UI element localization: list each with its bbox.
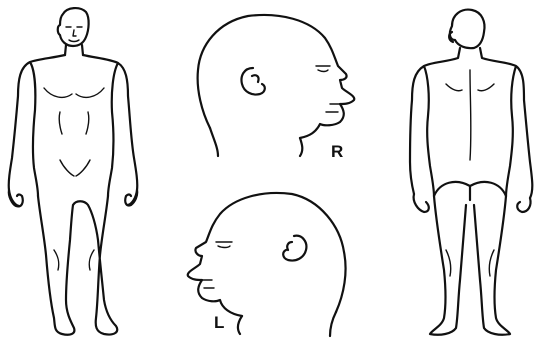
- right-head-ear: [241, 68, 264, 95]
- left-side-label: L: [214, 314, 224, 331]
- right-head-eye: [316, 66, 330, 72]
- front-knees: [54, 160, 94, 270]
- left-head-mouth: [202, 280, 214, 288]
- left-head-outline: [188, 193, 346, 316]
- right-side-label: R: [331, 143, 343, 160]
- front-face: [66, 27, 82, 42]
- left-head-ear: [283, 236, 306, 261]
- back-right-hand: [517, 198, 530, 212]
- front-legs: [38, 196, 117, 335]
- front-chest-lines: [44, 88, 104, 134]
- left-head-eye: [216, 242, 232, 248]
- back-view-figure: [410, 10, 532, 335]
- back-head: [450, 10, 485, 49]
- left-head-neck: [238, 312, 336, 336]
- front-view-figure: [9, 8, 138, 335]
- right-head-neck: [210, 128, 302, 156]
- right-head-profile: [198, 15, 355, 156]
- back-left-hand: [414, 194, 429, 212]
- right-head-mouth: [326, 104, 340, 112]
- left-head-profile: [188, 193, 346, 336]
- back-buttocks: [434, 182, 506, 200]
- back-legs: [430, 196, 510, 335]
- back-spine: [446, 70, 494, 160]
- front-torso-outline: [9, 55, 138, 206]
- back-calves: [446, 250, 494, 276]
- right-head-outline: [198, 15, 355, 138]
- front-head: [58, 8, 89, 46]
